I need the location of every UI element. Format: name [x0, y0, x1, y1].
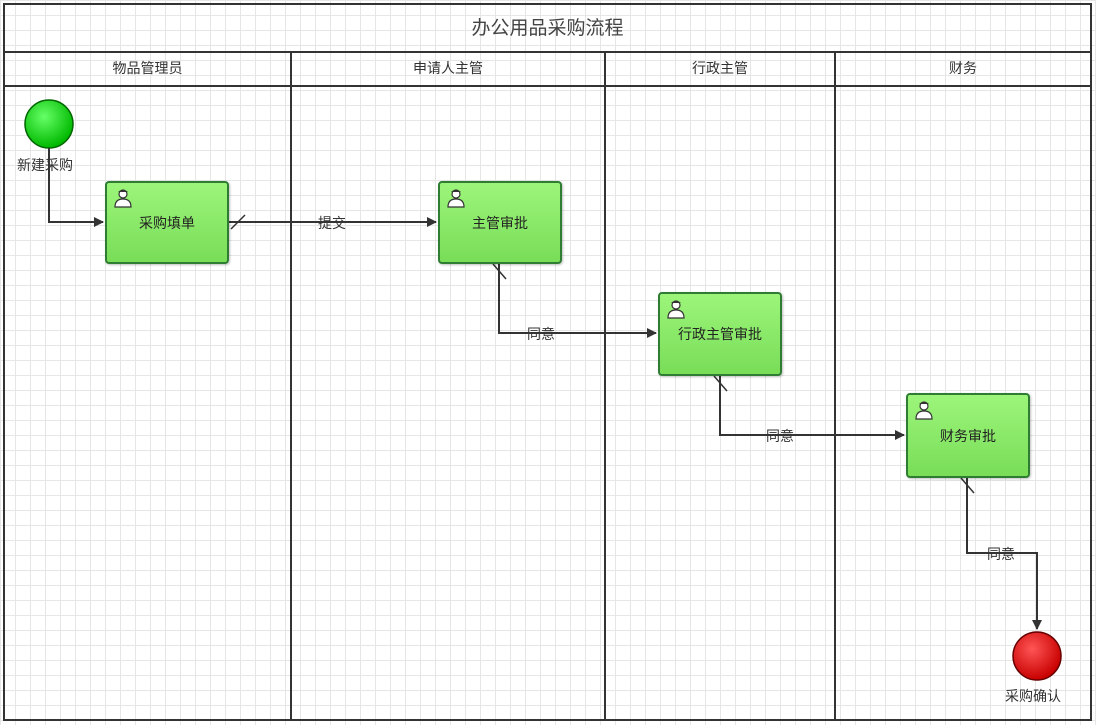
flow-approve-3-marker	[960, 477, 975, 494]
flow-submit-label: 提交	[318, 216, 346, 232]
user-icon	[667, 300, 685, 319]
user-icon	[114, 189, 132, 208]
user-icon	[915, 401, 933, 420]
flow-approve-3[interactable]	[966, 478, 1042, 630]
task-label: 财务审批	[940, 428, 996, 445]
lane-header-item-manager: 物品管理员	[112, 61, 183, 77]
task-finance-approval[interactable]: 财务审批	[906, 393, 1030, 478]
flow-approve-1-label: 同意	[527, 327, 555, 343]
start-event-label: 新建采购	[17, 158, 73, 174]
flow-approve-2-label: 同意	[766, 429, 794, 445]
lane-header-finance: 财务	[949, 61, 977, 77]
task-label: 采购填单	[139, 215, 195, 232]
flow-approve-2[interactable]	[719, 376, 905, 440]
flow-approve-1[interactable]	[498, 264, 657, 338]
end-event-label: 采购确认	[1005, 689, 1061, 705]
start-event[interactable]	[24, 99, 74, 149]
pool-border	[3, 3, 1092, 721]
user-icon	[447, 189, 465, 208]
task-label: 主管审批	[472, 215, 528, 232]
task-supervisor-approval[interactable]: 主管审批	[438, 181, 562, 264]
flow-approve-3-label: 同意	[987, 547, 1015, 563]
lane-header-applicant-supervisor: 申请人主管	[413, 61, 483, 77]
task-admin-approval[interactable]: 行政主管审批	[658, 292, 782, 376]
flow-start-to-fill[interactable]	[48, 148, 104, 227]
task-fill-form[interactable]: 采购填单	[105, 181, 229, 264]
pool-title: 办公用品采购流程	[471, 17, 624, 39]
lane-header-admin-supervisor: 行政主管	[692, 61, 748, 77]
flow-approve-1-marker	[492, 263, 507, 280]
flow-submit-marker	[230, 214, 246, 230]
flow-approve-2-marker	[713, 375, 728, 392]
task-label: 行政主管审批	[678, 327, 762, 343]
end-event[interactable]	[1012, 631, 1062, 681]
